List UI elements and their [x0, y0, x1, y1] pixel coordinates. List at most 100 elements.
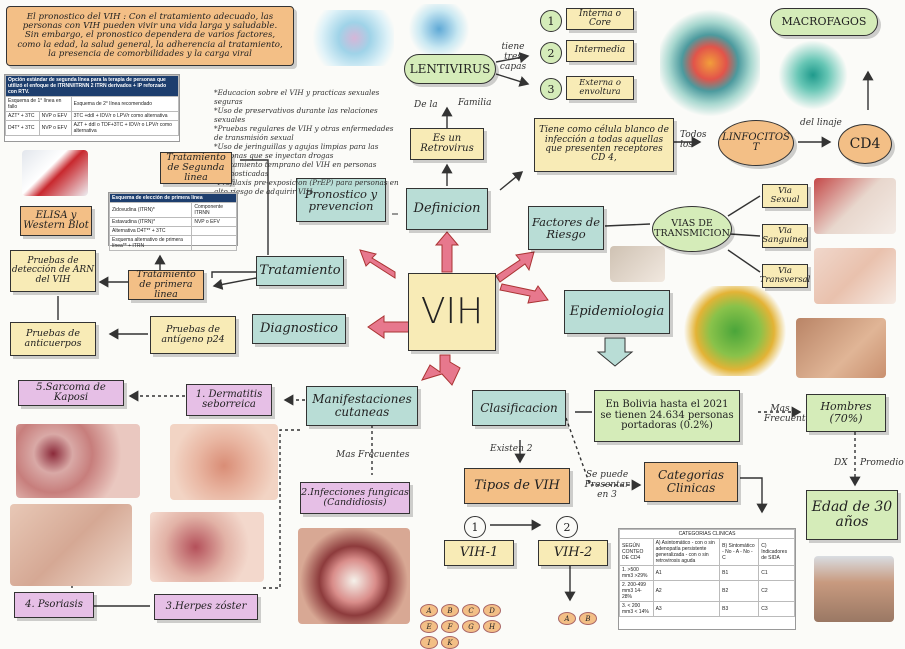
table-row: Esquema alternativo de primera línea** +…: [108, 235, 237, 251]
capa-1-num: 1: [540, 10, 562, 32]
psoriasis-image: [10, 504, 132, 586]
arrow-up-pink: [434, 231, 460, 273]
prevention-item: *Uso de preservativos durante las relaci…: [214, 106, 378, 124]
prevention-item: *Tratamiento temprano del VIH en persona…: [214, 160, 377, 178]
table-header: SEGÚN CONTEO DE CD4: [619, 538, 654, 566]
vih1-num: 1: [464, 516, 486, 538]
via-transversal-box: Via Transversal: [760, 264, 810, 288]
categorias-box: Categorias Clinicas: [644, 462, 738, 502]
se-puede-presentar-label: Se puede Presentar en 3: [584, 470, 630, 500]
macrofagos-box: MACROFAGOS: [770, 8, 878, 36]
vih2-num: 2: [556, 516, 578, 538]
diagnostico-box: Diagnostico: [252, 314, 346, 344]
factores-box: Factores de Riesgo: [528, 206, 604, 250]
vih1-box: VIH-1: [444, 540, 514, 566]
celula-blanco-box: Tiene como célula blanco de infección a …: [534, 118, 674, 172]
ribbon-chest-image: [796, 318, 886, 378]
mas-frecuentes-label: Mas Frecuentes: [336, 450, 410, 460]
table-title: Opción estándar de segunda línea para la…: [5, 75, 179, 97]
arrow-upright-pink: [495, 251, 535, 283]
kaposi-image: [16, 424, 140, 498]
letter-badge: E: [420, 620, 438, 633]
virus-image: [405, 4, 473, 54]
vih2-box: VIH-2: [538, 540, 608, 566]
edad-box: Edad de 30 años: [806, 490, 898, 540]
table-header: B) Sintomático - No - A - No - C: [719, 538, 760, 566]
capa-2-num: 2: [540, 42, 562, 64]
hiv-structure-image: [660, 8, 760, 118]
via-sanguinea-box: Via Sanguinea: [762, 224, 808, 248]
tratamiento-primera-box: Tratamiento de primera linea: [128, 270, 204, 300]
letter-badge: A: [420, 604, 438, 617]
dx-label: DX: [834, 458, 848, 468]
capa-3-num: 3: [540, 78, 562, 100]
psoriasis-box: 4. Psoriasis: [14, 592, 94, 618]
dermatitis-box: 1. Dermatitis seborreica: [186, 384, 272, 416]
mas-frecuente-label: Mas Frecuente: [764, 404, 811, 424]
pruebas-arn-box: Pruebas de detección de ARN del VIH: [10, 250, 96, 292]
arrow-right-pink: [499, 283, 549, 304]
bolivia-box: En Bolivia hasta el 2021 se tienen 24.63…: [594, 390, 740, 442]
bolivia-map-image: [680, 286, 790, 376]
letters-group: A B C D E F G H I K: [420, 604, 520, 649]
letter-badge: K: [441, 636, 459, 649]
tratamiento-box: Tratamiento: [256, 256, 344, 286]
via-sexual-box: Via Sexual: [762, 184, 808, 208]
dermatitis-image: [170, 424, 278, 500]
blood-donation-image: [814, 178, 896, 234]
familia-label: Familia: [458, 98, 492, 108]
table-row: Estavudina (ITRN)*NVP o EFV: [108, 217, 237, 227]
letter-badge: H: [483, 620, 501, 633]
macrophage-image: [778, 40, 848, 110]
existen-2-label: Existen 2: [490, 444, 533, 454]
tiene-tres-capas-label: tiene tres capas: [499, 42, 527, 72]
prevention-item: *Pruebas regulares de VIH y otras enferm…: [214, 124, 394, 142]
letter-badge: G: [462, 620, 480, 633]
letter-badge: C: [462, 604, 480, 617]
tipos-box: Tipos de VIH: [464, 468, 570, 504]
table-row: Zidovudina (ITRN)*Componente ITRNN: [108, 202, 237, 218]
capa-2-box: Intermedia: [566, 40, 634, 62]
herpes-box: 3.Herpes zóster: [154, 594, 258, 620]
del-linaje-label: del linaje: [800, 118, 842, 128]
table-header: Esquema de 1° línea en fallo: [5, 96, 72, 112]
letter-badge: A: [558, 612, 576, 625]
couple-image: [610, 246, 665, 282]
sarcoma-box: 5.Sarcoma de Kaposi: [18, 380, 124, 406]
letter-badge: F: [441, 620, 459, 633]
prevention-item: *Educacion sobre el VIH y practicas sexu…: [214, 88, 380, 106]
infecciones-box: 2.Infecciones fungicas (Candidiosis): [300, 482, 410, 514]
categorias-table: CATEGORIAS CLINICAS SEGÚN CONTEO DE CD4 …: [618, 528, 796, 630]
table-title: Esquema de elección de primera línea: [109, 193, 237, 203]
retrovirus-box: Es un Retrovirus: [410, 128, 484, 160]
table-row: Alternativa D4T** + 3TC: [108, 226, 237, 236]
pregnancy-image: [814, 248, 896, 304]
elisa-box: ELISA y Western Blot: [20, 206, 92, 236]
intro-note: El pronostico del VIH : Con el tratamien…: [6, 6, 294, 66]
capa-3-box: Externa o envoltura: [566, 76, 634, 100]
center-vih: VIH: [408, 273, 496, 351]
de-la-label: De la: [414, 100, 438, 110]
pruebas-anticuerpos-box: Pruebas de anticuerpos: [10, 322, 96, 356]
clasificacion-box: Clasificacion: [472, 390, 566, 426]
todos-los-label: Todos los: [680, 130, 707, 150]
cell-infection-image: [306, 10, 394, 66]
prevention-item: *Uso de jeringuillas y agujas limpias pa…: [214, 142, 379, 160]
herpes-image: [150, 512, 264, 582]
letter-badge: D: [483, 604, 501, 617]
pruebas-antigeno-box: Pruebas de antígeno p24: [150, 316, 236, 354]
letter-badge: B: [441, 604, 459, 617]
table-header: C) Indicadores de SIDA: [758, 538, 795, 566]
table-header: Esquema de 2° línea recomendado: [70, 96, 180, 112]
vias-box: VIAS DE TRANSMICION: [652, 206, 732, 252]
promedio-label: Promedio: [860, 458, 904, 468]
prevention-item: *Profilaxis pre-exposicion (PrEP) para p…: [214, 178, 399, 196]
letter-badge: B: [579, 612, 597, 625]
table-title: CATEGORIAS CLINICAS: [619, 529, 795, 539]
ab-letters-group: A B: [558, 612, 608, 625]
hombres-box: Hombres (70%): [806, 394, 886, 432]
